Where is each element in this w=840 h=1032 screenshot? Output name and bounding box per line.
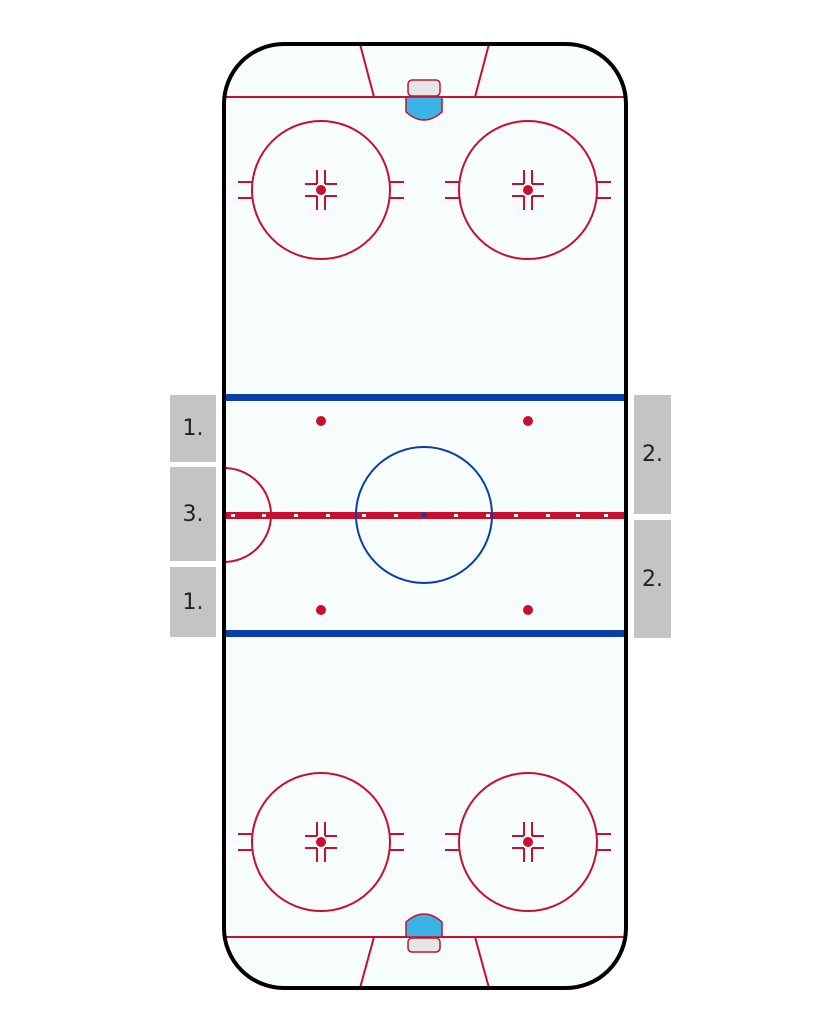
left-box-bottom: 1. — [170, 567, 216, 637]
crease-bottom — [405, 913, 443, 938]
faceoff-circle-bottom-right — [445, 772, 611, 912]
faceoff-circle-bottom-left — [238, 772, 404, 912]
faceoff-circle-top-left — [238, 120, 404, 260]
faceoff-dot — [523, 837, 533, 847]
referee-crease — [223, 467, 272, 563]
left-box-top: 1. — [170, 395, 216, 462]
faceoff-circle-top-right — [445, 120, 611, 260]
boards-outline — [222, 42, 628, 990]
center-line-dashes — [231, 514, 608, 517]
left-box-middle: 3. — [170, 467, 216, 561]
neutral-zone-dots — [316, 416, 533, 615]
center-faceoff-dot — [421, 512, 427, 518]
faceoff-dot — [316, 185, 326, 195]
right-box-bottom: 2. — [634, 520, 671, 638]
blue-line-top — [224, 394, 626, 401]
center-circle — [355, 446, 493, 584]
goal-crease-top — [405, 79, 443, 121]
trapezoid-bottom — [359, 936, 490, 989]
faceoff-dot — [316, 837, 326, 847]
crease-top — [405, 96, 443, 121]
goal-crease-bottom — [405, 913, 443, 953]
trapezoid-top — [359, 43, 490, 98]
faceoff-dot — [523, 185, 533, 195]
blue-line-bottom — [224, 630, 626, 637]
goal-net-bottom — [407, 937, 441, 953]
faceoff-circles — [238, 120, 611, 912]
goal-net-top — [407, 79, 441, 97]
right-box-top: 2. — [634, 395, 671, 514]
